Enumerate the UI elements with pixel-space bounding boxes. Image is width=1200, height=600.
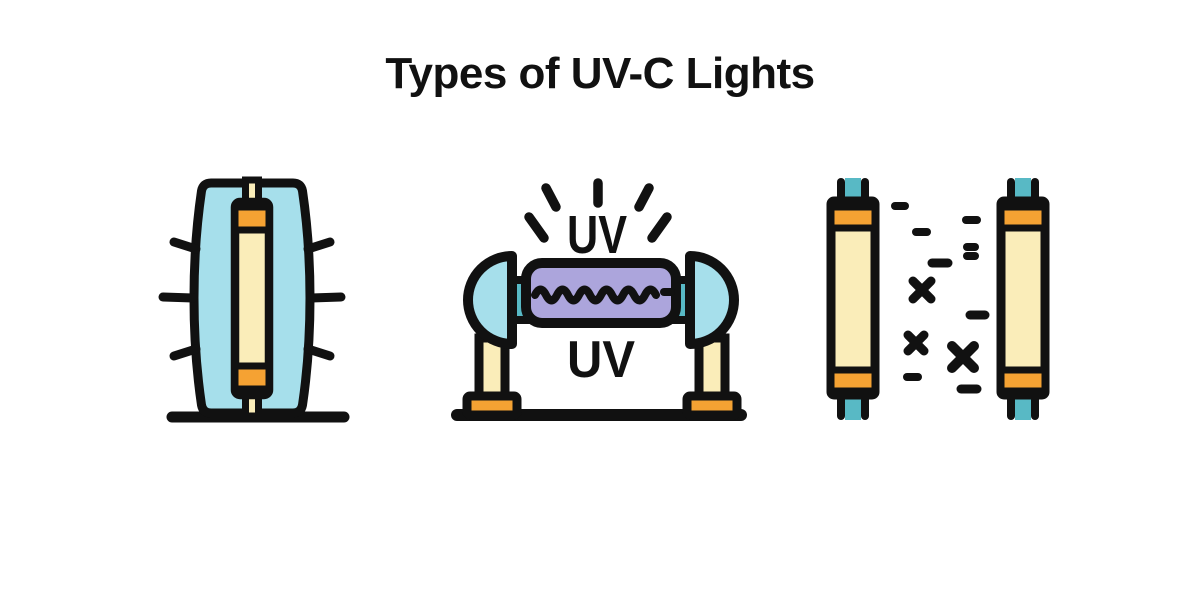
page-title: Types of UV-C Lights [385, 49, 815, 98]
uv-label-bottom: UV [567, 331, 635, 389]
spike-left-middle [158, 292, 198, 303]
tube-right-body [996, 196, 1050, 400]
spike-right-bottom [303, 344, 335, 361]
end-cap-right [685, 251, 739, 349]
tube-right-band-bottom [997, 366, 1049, 395]
uv-tube-body [230, 197, 274, 400]
particle-cross-icon [908, 276, 936, 304]
tube-left-band-bottom [827, 366, 879, 395]
ray-upper-left [541, 183, 561, 212]
ray-lower-left [524, 212, 549, 243]
ray-lower-right [647, 212, 672, 243]
uvc-tube-pair-icon [826, 178, 1050, 420]
pin-bottom-left-tube [845, 393, 861, 420]
spike-right-middle [306, 292, 346, 303]
uv-tube-band-top [231, 203, 273, 234]
spike-left-top [169, 237, 201, 254]
uv-label-top: UV [567, 205, 627, 265]
stand-foot-left [462, 391, 522, 420]
tube-left-band-top [827, 203, 879, 232]
particle-cross-icon [947, 341, 979, 373]
end-cap-left [463, 251, 517, 349]
tube-right-band-top [997, 203, 1049, 232]
uvc-lamp-emitter-icon: UV UV [451, 178, 747, 421]
stand-foot-right [682, 391, 742, 420]
spike-left-bottom [169, 344, 201, 361]
particle-cross-icon [903, 330, 929, 356]
spike-right-top [303, 237, 335, 254]
filament-wave [531, 285, 660, 305]
uv-tube-band-bottom [231, 362, 273, 393]
pin-bottom-right-tube [1015, 393, 1031, 420]
ray-upper-right [634, 183, 654, 212]
tube-left-body [826, 196, 880, 400]
enclosed-uvc-lamp-icon [158, 176, 350, 423]
